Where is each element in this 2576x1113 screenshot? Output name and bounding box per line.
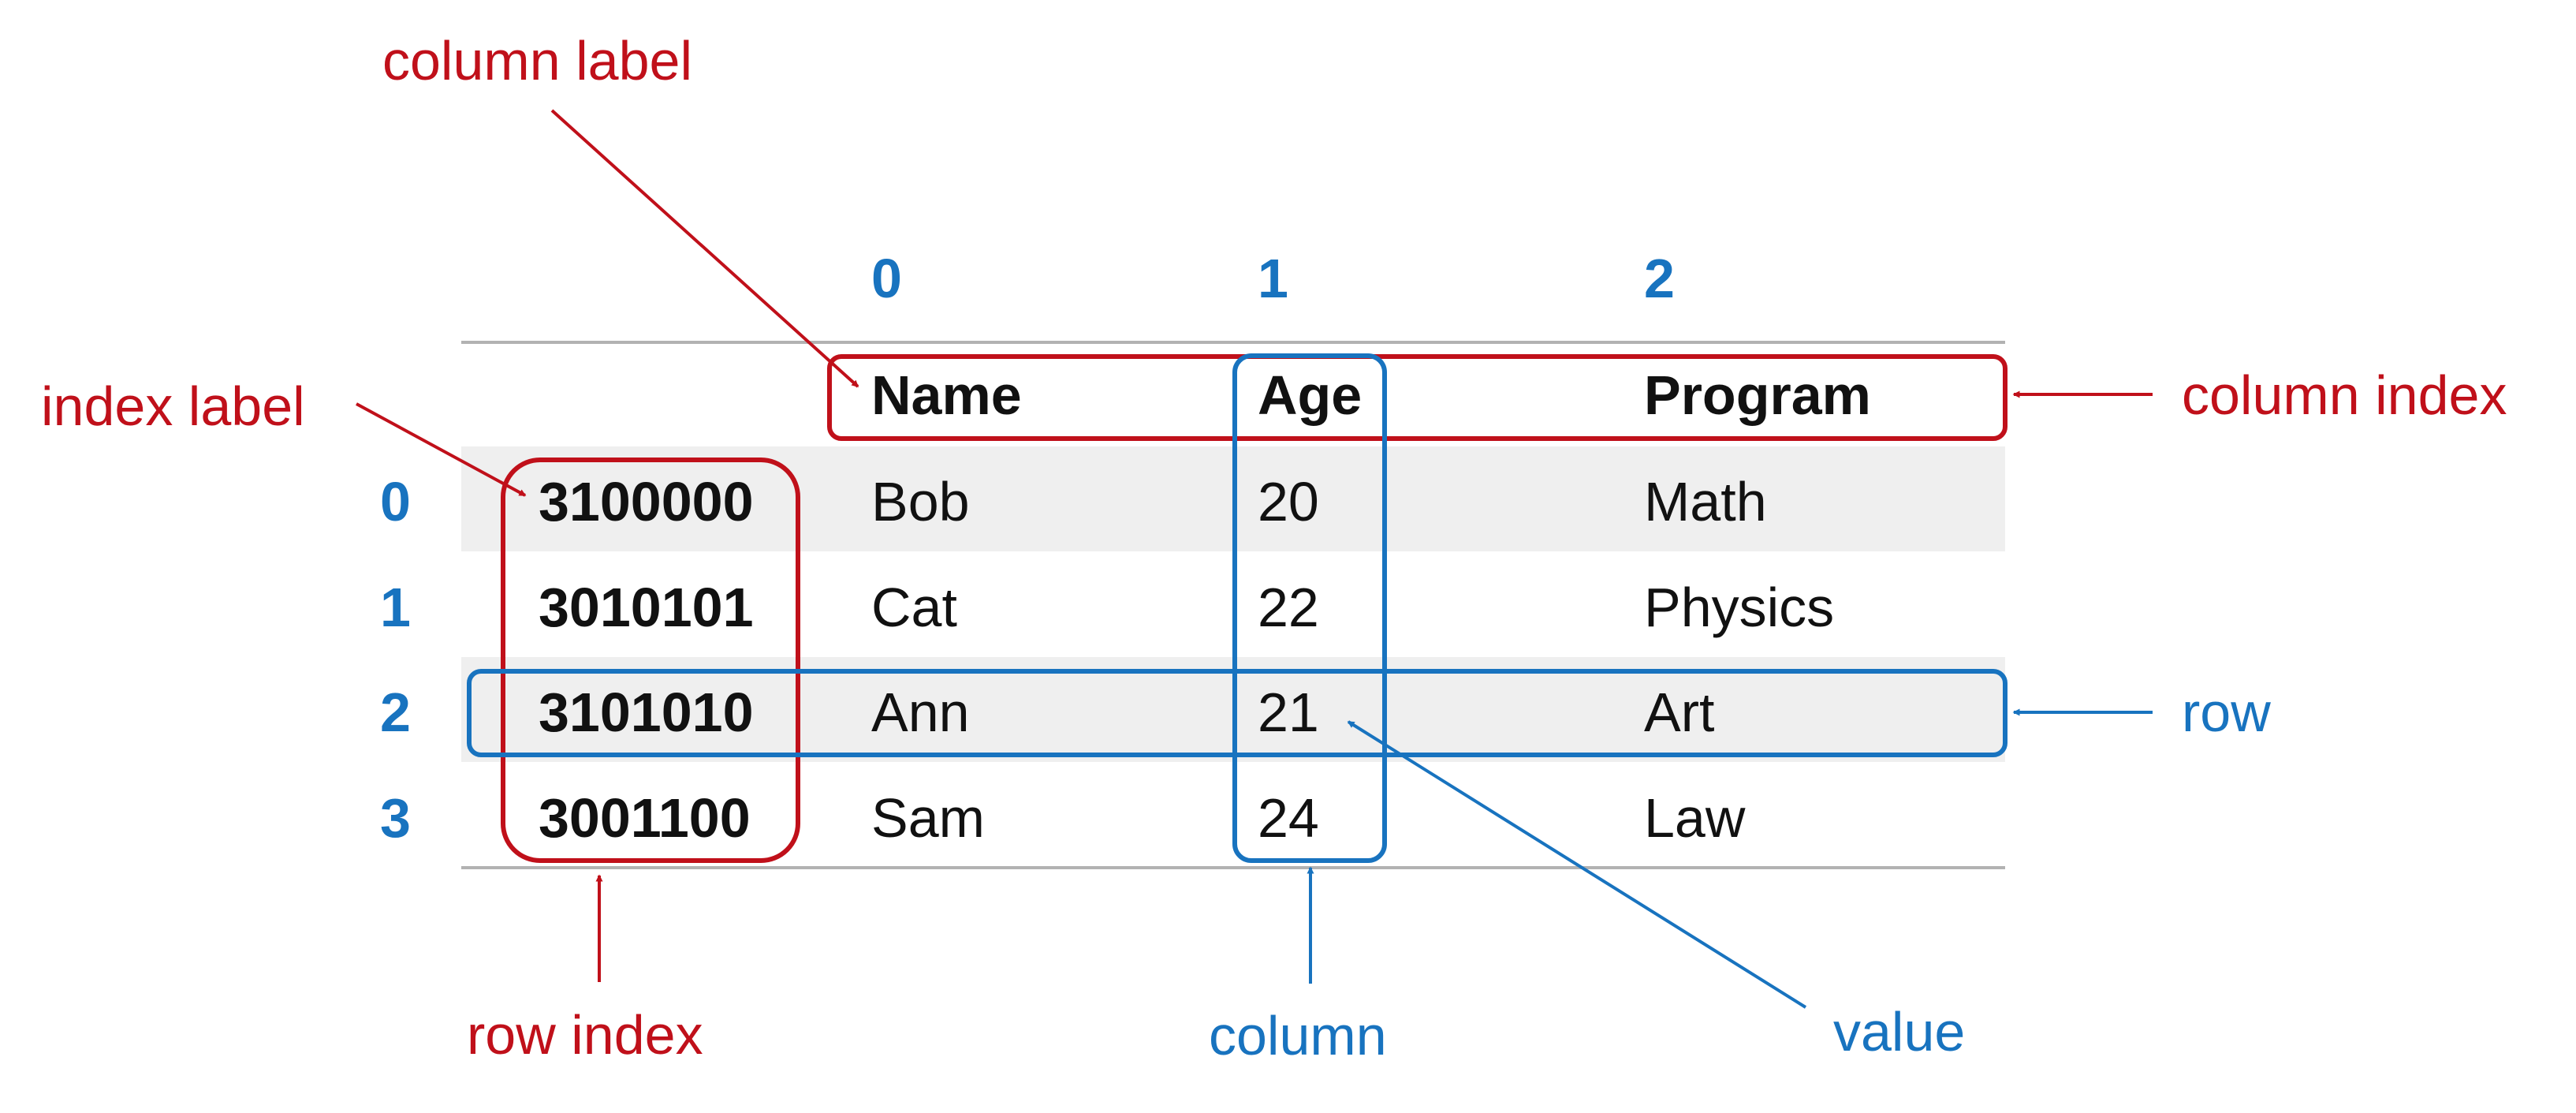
row-position-2: 2 <box>380 682 411 743</box>
row-index-value: 3101010 <box>539 682 754 743</box>
index-label-arrow <box>356 402 527 497</box>
column-position-0: 0 <box>871 248 902 309</box>
top-rule <box>461 341 2005 344</box>
row-index-value: 3100000 <box>539 471 754 532</box>
cell-age: 22 <box>1258 577 1319 638</box>
row-index-value: 3001100 <box>539 787 751 849</box>
row-index-box <box>501 458 800 863</box>
header-name: Name <box>871 364 1022 426</box>
row-index-value: 3010101 <box>539 577 754 638</box>
row-position-0: 0 <box>380 471 411 532</box>
age-column-box <box>1232 353 1387 863</box>
column-index-annotation: column index <box>2182 364 2507 426</box>
value-annotation: value <box>1833 1001 1966 1063</box>
cell-name: Ann <box>871 682 970 743</box>
cell-program: Math <box>1644 471 1767 532</box>
cell-program: Art <box>1644 682 1715 743</box>
row-annotation: row <box>2182 682 2271 743</box>
cell-age: 20 <box>1258 471 1319 532</box>
cell-name: Cat <box>871 577 957 638</box>
index-label-annotation: index label <box>41 375 305 437</box>
column-position-1: 1 <box>1258 248 1288 309</box>
value-arrow <box>1347 720 1807 1009</box>
cell-program: Law <box>1644 787 1746 849</box>
column-label-annotation: column label <box>382 30 692 92</box>
cell-name: Sam <box>871 787 985 849</box>
cell-age: 24 <box>1258 787 1319 849</box>
cell-name: Bob <box>871 471 970 532</box>
row-position-1: 1 <box>380 577 411 638</box>
bottom-rule <box>461 866 2005 869</box>
column-annotation: column <box>1209 1005 1387 1066</box>
cell-age: 21 <box>1258 682 1319 743</box>
row-index-annotation: row index <box>467 1004 703 1066</box>
column-position-2: 2 <box>1644 248 1675 309</box>
header-age: Age <box>1258 364 1363 426</box>
row-box <box>467 669 2007 757</box>
column-label-arrow <box>550 109 859 388</box>
column-index-box <box>827 354 2007 441</box>
header-program: Program <box>1644 364 1871 426</box>
row-position-3: 3 <box>380 787 411 849</box>
cell-program: Physics <box>1644 577 1835 638</box>
